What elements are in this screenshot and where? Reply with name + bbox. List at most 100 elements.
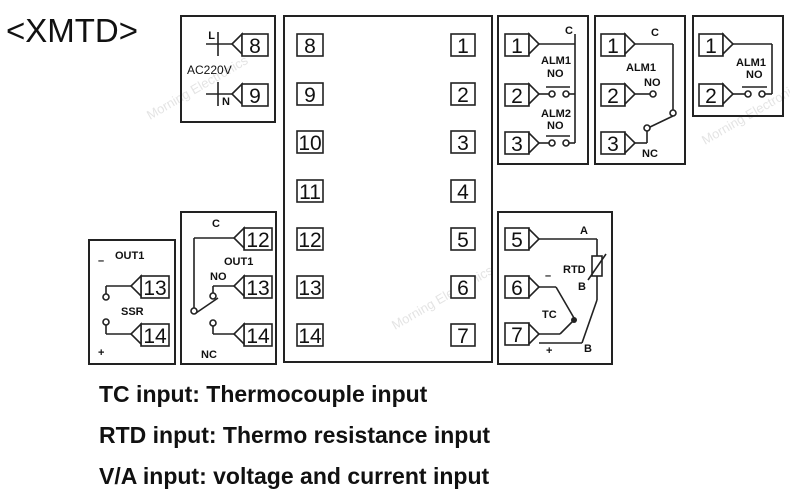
label-ssr: SSR bbox=[121, 306, 144, 318]
alarm-block-single: 1 2 ALM1 NO bbox=[692, 15, 784, 117]
ssr-frame bbox=[88, 239, 176, 365]
terminal-1-main bbox=[450, 33, 476, 57]
terminal-9 bbox=[241, 83, 269, 107]
terminal-label: 14 bbox=[246, 325, 270, 348]
label-rtd: RTD bbox=[563, 264, 586, 276]
input-notes: TC input: Thermocouple input RTD input: … bbox=[99, 381, 490, 489]
label-out1: OUT1 bbox=[115, 250, 144, 262]
label-l: L bbox=[208, 30, 215, 42]
terminal-label: 6 bbox=[511, 277, 523, 300]
terminal-arrow bbox=[232, 226, 245, 250]
label-no: NO bbox=[547, 120, 564, 132]
note-va: V/A input: voltage and current input bbox=[99, 463, 489, 489]
terminal-label: 8 bbox=[249, 35, 261, 58]
input-block: 5 A RTD B 6 – TC 7 + B bbox=[497, 211, 613, 365]
terminal-label: 5 bbox=[511, 229, 523, 252]
alarm-block-dual: 1 C 2 ALM1 NO 3 ALM2 NO bbox=[497, 15, 589, 165]
terminal-label: 10 bbox=[298, 132, 321, 155]
label-a: A bbox=[580, 225, 588, 237]
terminal-arrow bbox=[528, 32, 541, 56]
label-nc: NC bbox=[201, 349, 217, 361]
terminal-arrow bbox=[232, 274, 245, 298]
terminal-arrow bbox=[722, 32, 735, 56]
terminal-label: 4 bbox=[457, 181, 469, 204]
terminal-arrow bbox=[230, 32, 243, 56]
label-n: N bbox=[222, 96, 230, 108]
power-block: 8 L AC220V 9 N bbox=[180, 15, 276, 123]
label-out1: OUT1 bbox=[224, 256, 253, 268]
input-frame bbox=[497, 211, 613, 365]
terminal-arrow bbox=[129, 322, 142, 346]
label-c: C bbox=[565, 25, 573, 37]
terminal-label: 3 bbox=[607, 133, 619, 156]
label-nc: NC bbox=[642, 148, 658, 160]
terminal-label: 2 bbox=[607, 85, 619, 108]
terminal-label: 5 bbox=[457, 229, 469, 252]
label-minus: – bbox=[98, 255, 104, 267]
label-ac220v: AC220V bbox=[187, 63, 232, 77]
alarm-frame bbox=[497, 15, 589, 165]
label-no: NO bbox=[644, 77, 661, 89]
terminal-arrow bbox=[129, 274, 142, 298]
terminal-8 bbox=[241, 33, 269, 57]
label-no: NO bbox=[210, 271, 227, 283]
terminal-label: 14 bbox=[143, 325, 167, 348]
terminal-arrow bbox=[528, 322, 541, 346]
label-b: B bbox=[578, 281, 586, 293]
terminal-4-main bbox=[450, 179, 476, 203]
terminal-label: 1 bbox=[457, 35, 469, 58]
note-tc: TC input: Thermocouple input bbox=[99, 381, 428, 407]
terminal-label: 11 bbox=[299, 181, 321, 204]
terminal-10-main bbox=[296, 130, 324, 154]
label-alm1: ALM1 bbox=[736, 57, 766, 69]
relay-frame bbox=[180, 211, 277, 365]
terminal-label: 8 bbox=[304, 35, 316, 58]
note-rtd: RTD input: Thermo resistance input bbox=[99, 422, 490, 448]
alarm-block-changeover: 1 C ALM1 2 NO 3 NC bbox=[594, 15, 686, 165]
terminal-11-main bbox=[296, 179, 324, 203]
terminal-arrow bbox=[528, 227, 541, 251]
terminal-arrow bbox=[230, 82, 243, 106]
terminal-arrow bbox=[528, 131, 541, 155]
terminal-arrow bbox=[232, 322, 245, 346]
alarm-frame bbox=[594, 15, 686, 165]
terminal-label: 1 bbox=[607, 35, 619, 58]
label-tc: TC bbox=[542, 309, 557, 321]
terminal-arrow bbox=[624, 32, 637, 56]
terminal-label: 7 bbox=[457, 325, 469, 348]
terminal-label: 2 bbox=[457, 84, 469, 107]
alarm-frame bbox=[692, 15, 784, 117]
power-frame bbox=[180, 15, 276, 123]
terminal-arrow bbox=[528, 275, 541, 299]
terminal-3-main bbox=[450, 130, 476, 154]
main-frame bbox=[283, 15, 493, 363]
terminal-label: 9 bbox=[249, 85, 261, 108]
label-plus: + bbox=[98, 347, 104, 359]
terminal-12-main bbox=[296, 227, 324, 251]
out1-ssr-block: – OUT1 13 SSR 14 + bbox=[88, 239, 176, 365]
out1-relay-block: C 12 OUT1 NO 13 14 NC bbox=[180, 211, 277, 365]
terminal-label: 12 bbox=[246, 229, 269, 252]
terminal-label: 1 bbox=[705, 35, 717, 58]
label-c: C bbox=[212, 218, 220, 230]
terminal-label: 1 bbox=[511, 35, 523, 58]
terminal-7-main bbox=[450, 323, 476, 347]
label-no: NO bbox=[746, 69, 763, 81]
terminal-label: 13 bbox=[143, 277, 166, 300]
watermark: Morning Electronics bbox=[389, 262, 496, 332]
terminal-label: 14 bbox=[298, 325, 322, 348]
terminal-label: 12 bbox=[298, 229, 321, 252]
label-minus: – bbox=[545, 270, 551, 282]
terminal-14-main bbox=[296, 323, 324, 347]
terminal-label: 13 bbox=[298, 277, 321, 300]
label-c: C bbox=[651, 27, 659, 39]
controller-body: 8 9 10 11 12 13 14 1 2 3 4 5 6 7 bbox=[283, 15, 493, 363]
terminal-label: 2 bbox=[511, 85, 523, 108]
label-plus: + bbox=[546, 345, 552, 357]
terminal-arrow bbox=[722, 82, 735, 106]
terminal-arrow bbox=[624, 82, 637, 106]
terminal-6-main bbox=[450, 275, 476, 299]
label-b: B bbox=[584, 343, 592, 355]
terminal-label: 3 bbox=[457, 132, 469, 155]
